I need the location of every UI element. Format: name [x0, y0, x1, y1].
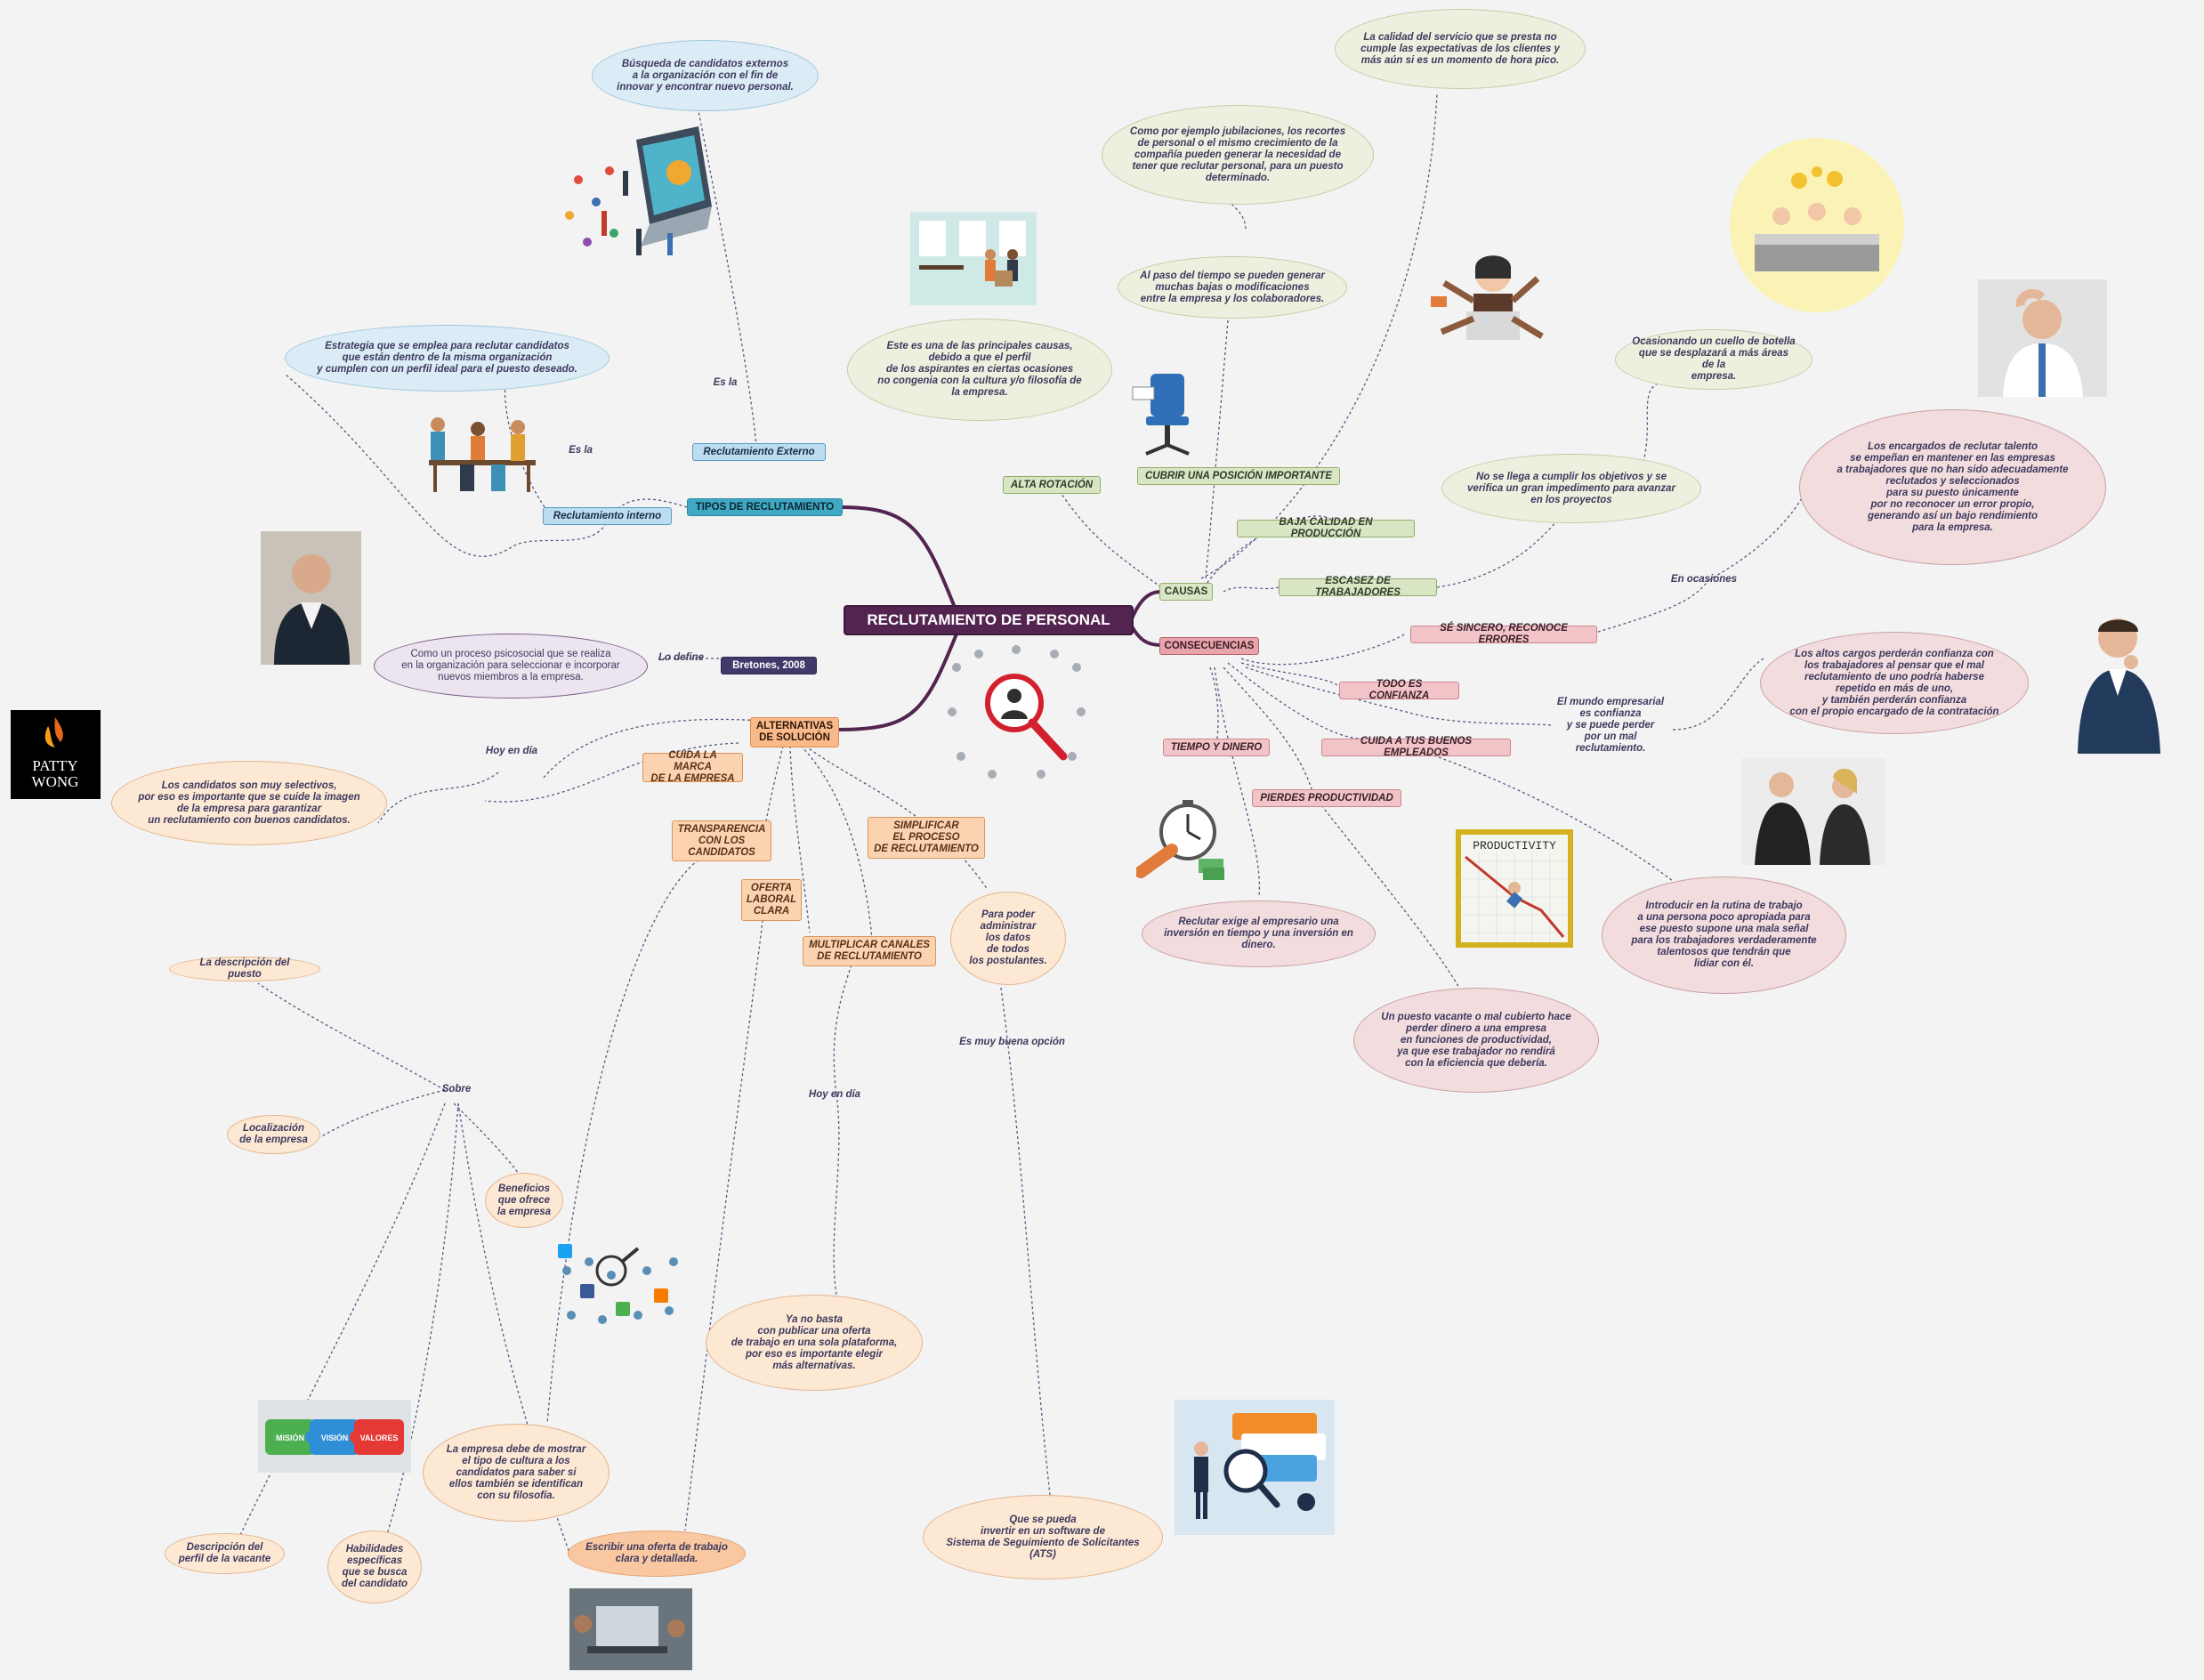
alta-rotacion-description: Este es una de las principales causas, d…	[847, 319, 1112, 421]
bretones-node[interactable]: Bretones, 2008	[721, 657, 817, 674]
cuida-description: Introducir en la rutina de trabajo a una…	[1602, 876, 1846, 994]
es-la-label-externo: Es la	[713, 377, 738, 388]
cubrir-description-1: Al paso del tiempo se pueden generar muc…	[1118, 256, 1347, 319]
consecuencias-node[interactable]: CONSECUENCIAS	[1159, 637, 1259, 655]
beneficios-node: Beneficios que ofrece la empresa	[485, 1173, 563, 1228]
productividad-description: Un puesto vacante o mal cubierto hace pe…	[1353, 988, 1599, 1093]
alta-rotacion-node[interactable]: ALTA ROTACIÓN	[1003, 476, 1101, 494]
team-idea-illustration	[1728, 136, 1906, 314]
puzzle-mission-vision-values: MISIÓN VISIÓN VALORES	[258, 1400, 411, 1473]
oferta-laboral-node[interactable]: OFERTA LABORAL CLARA	[741, 879, 802, 921]
hoy-en-dia-label-2: Hoy en día	[808, 1089, 861, 1100]
lo-define-label: Lo define	[658, 652, 705, 663]
office-movers-illustration	[910, 212, 1037, 305]
transparencia-node[interactable]: TRANSPARENCIA CON LOS CANDIDATOS	[672, 820, 771, 861]
stressed-man-photo	[1978, 279, 2107, 397]
simplificar-proceso-node[interactable]: SIMPLIFICAR EL PROCESO DE RECLUTAMIENTO	[868, 817, 985, 859]
escasez-description-1: No se llega a cumplir los objetivos y se…	[1441, 454, 1701, 523]
arguing-couple-photo	[1741, 758, 1885, 865]
es-muy-buena-opcion-label: Es muy buena opción	[959, 1037, 1065, 1047]
todo-es-confianza-node[interactable]: TODO ES CONFIANZA	[1339, 679, 1459, 701]
thinking-man-illustration	[2069, 607, 2169, 754]
laptop-desk-photo	[569, 1588, 692, 1670]
externo-description: Búsqueda de candidatos externos a la org…	[592, 40, 819, 111]
escasez-description-2: Ocasionando un cuello de botella que se …	[1615, 329, 1812, 390]
interno-description: Estrategia que se emplea para reclutar c…	[285, 325, 610, 392]
cuida-marca-node[interactable]: CUIDA LA MARCA DE LA EMPRESA	[642, 750, 743, 784]
confianza-description: Los altos cargos perderán confianza con …	[1760, 632, 2029, 734]
baja-calidad-description: La calidad del servicio que se presta no…	[1335, 9, 1586, 89]
tipos-reclutamiento-node[interactable]: TIPOS DE RECLUTAMIENTO	[687, 498, 843, 516]
busy-woman-illustration	[1431, 247, 1551, 363]
puzzle-valores: VALORES	[360, 1434, 399, 1442]
multiplicar-canales-node[interactable]: MULTIPLICAR CANALES DE RECLUTAMIENTO	[803, 936, 936, 966]
confianza-middle-text: El mundo empresarial es confianza y se p…	[1556, 696, 1665, 754]
hoy-en-dia-label-1: Hoy en día	[485, 746, 538, 756]
search-people-illustration	[939, 641, 1094, 783]
tiempo-dinero-node[interactable]: TIEMPO Y DINERO	[1163, 739, 1270, 756]
marca-description: Los candidatos son muy selectivos, por e…	[111, 761, 387, 845]
baja-calidad-node[interactable]: BAJA CALIDAD EN PRODUCCIÓN	[1237, 517, 1415, 539]
reclutamiento-externo-node[interactable]: Reclutamiento Externo	[692, 443, 826, 461]
simplificar-description-1: Para poder administrar los datos de todo…	[950, 892, 1066, 985]
productivity-word: PRODUCTIVITY	[1473, 839, 1556, 852]
reclutamiento-interno-node[interactable]: Reclutamiento interno	[543, 507, 672, 525]
transparencia-description: La empresa debe de mostrar el tipo de cu…	[423, 1424, 610, 1522]
sincero-node[interactable]: SÉ SINCERO, RECONOCE ERRORES	[1410, 623, 1597, 645]
localizacion-node: Localización de la empresa	[227, 1115, 320, 1154]
sobre-label: Sobre	[441, 1084, 472, 1094]
logo-line1: PATTY	[32, 757, 77, 774]
puzzle-vision: VISIÓN	[321, 1433, 349, 1442]
escasez-node[interactable]: ESCASEZ DE TRABAJADORES	[1279, 576, 1437, 598]
cuida-empleados-node[interactable]: CUIDA A TUS BUENOS EMPLEADOS	[1321, 736, 1511, 758]
meeting-illustration	[411, 411, 553, 496]
central-topic[interactable]: RECLUTAMIENTO DE PERSONAL	[844, 605, 1134, 635]
es-la-label-interno: Es la	[569, 445, 593, 456]
habilidades-node: Habilidades específicas que se busca del…	[327, 1531, 422, 1603]
cubrir-posicion-node[interactable]: CUBRIR UNA POSICIÓN IMPORTANTE	[1137, 467, 1340, 485]
cubrir-description-2: Como por ejemplo jubilaciones, los recor…	[1102, 105, 1374, 205]
en-ocasiones-label: En ocasiones	[1670, 574, 1738, 585]
pierdes-productividad-node[interactable]: PIERDES PRODUCTIVIDAD	[1252, 789, 1401, 807]
descripcion-puesto-node: La descripción del puesto	[169, 957, 320, 981]
definicion-description: Como un proceso psicosocial que se reali…	[374, 634, 648, 699]
oferta-description: Escribir una oferta de trabajo clara y d…	[568, 1531, 746, 1577]
laptop-network-illustration	[552, 117, 721, 269]
simplificar-description-2: Que se pueda invertir en un software de …	[923, 1495, 1163, 1579]
logo-line2: WONG	[32, 773, 79, 790]
puzzle-mision: MISIÓN	[276, 1433, 304, 1442]
office-chair-illustration	[1128, 365, 1207, 461]
productivity-chart-illustration: PRODUCTIVITY	[1456, 829, 1573, 948]
causas-node[interactable]: CAUSAS	[1159, 583, 1213, 601]
stopwatch-money-illustration	[1136, 788, 1228, 885]
sincero-description: Los encargados de reclutar talento se em…	[1799, 409, 2106, 565]
alternativas-node[interactable]: ALTERNATIVAS DE SOLUCIÓN	[750, 717, 839, 747]
speaker-photo	[261, 531, 361, 665]
descripcion-perfil-node: Descripción del perfil de la vacante	[165, 1533, 285, 1574]
ats-software-illustration	[1175, 1400, 1335, 1535]
tiempo-description: Reclutar exige al empresario una inversi…	[1142, 901, 1376, 967]
patty-wong-logo: PATTY WONG	[11, 710, 101, 799]
social-network-illustration	[549, 1235, 694, 1342]
multiplicar-description: Ya no basta con publicar una oferta de t…	[706, 1295, 923, 1391]
